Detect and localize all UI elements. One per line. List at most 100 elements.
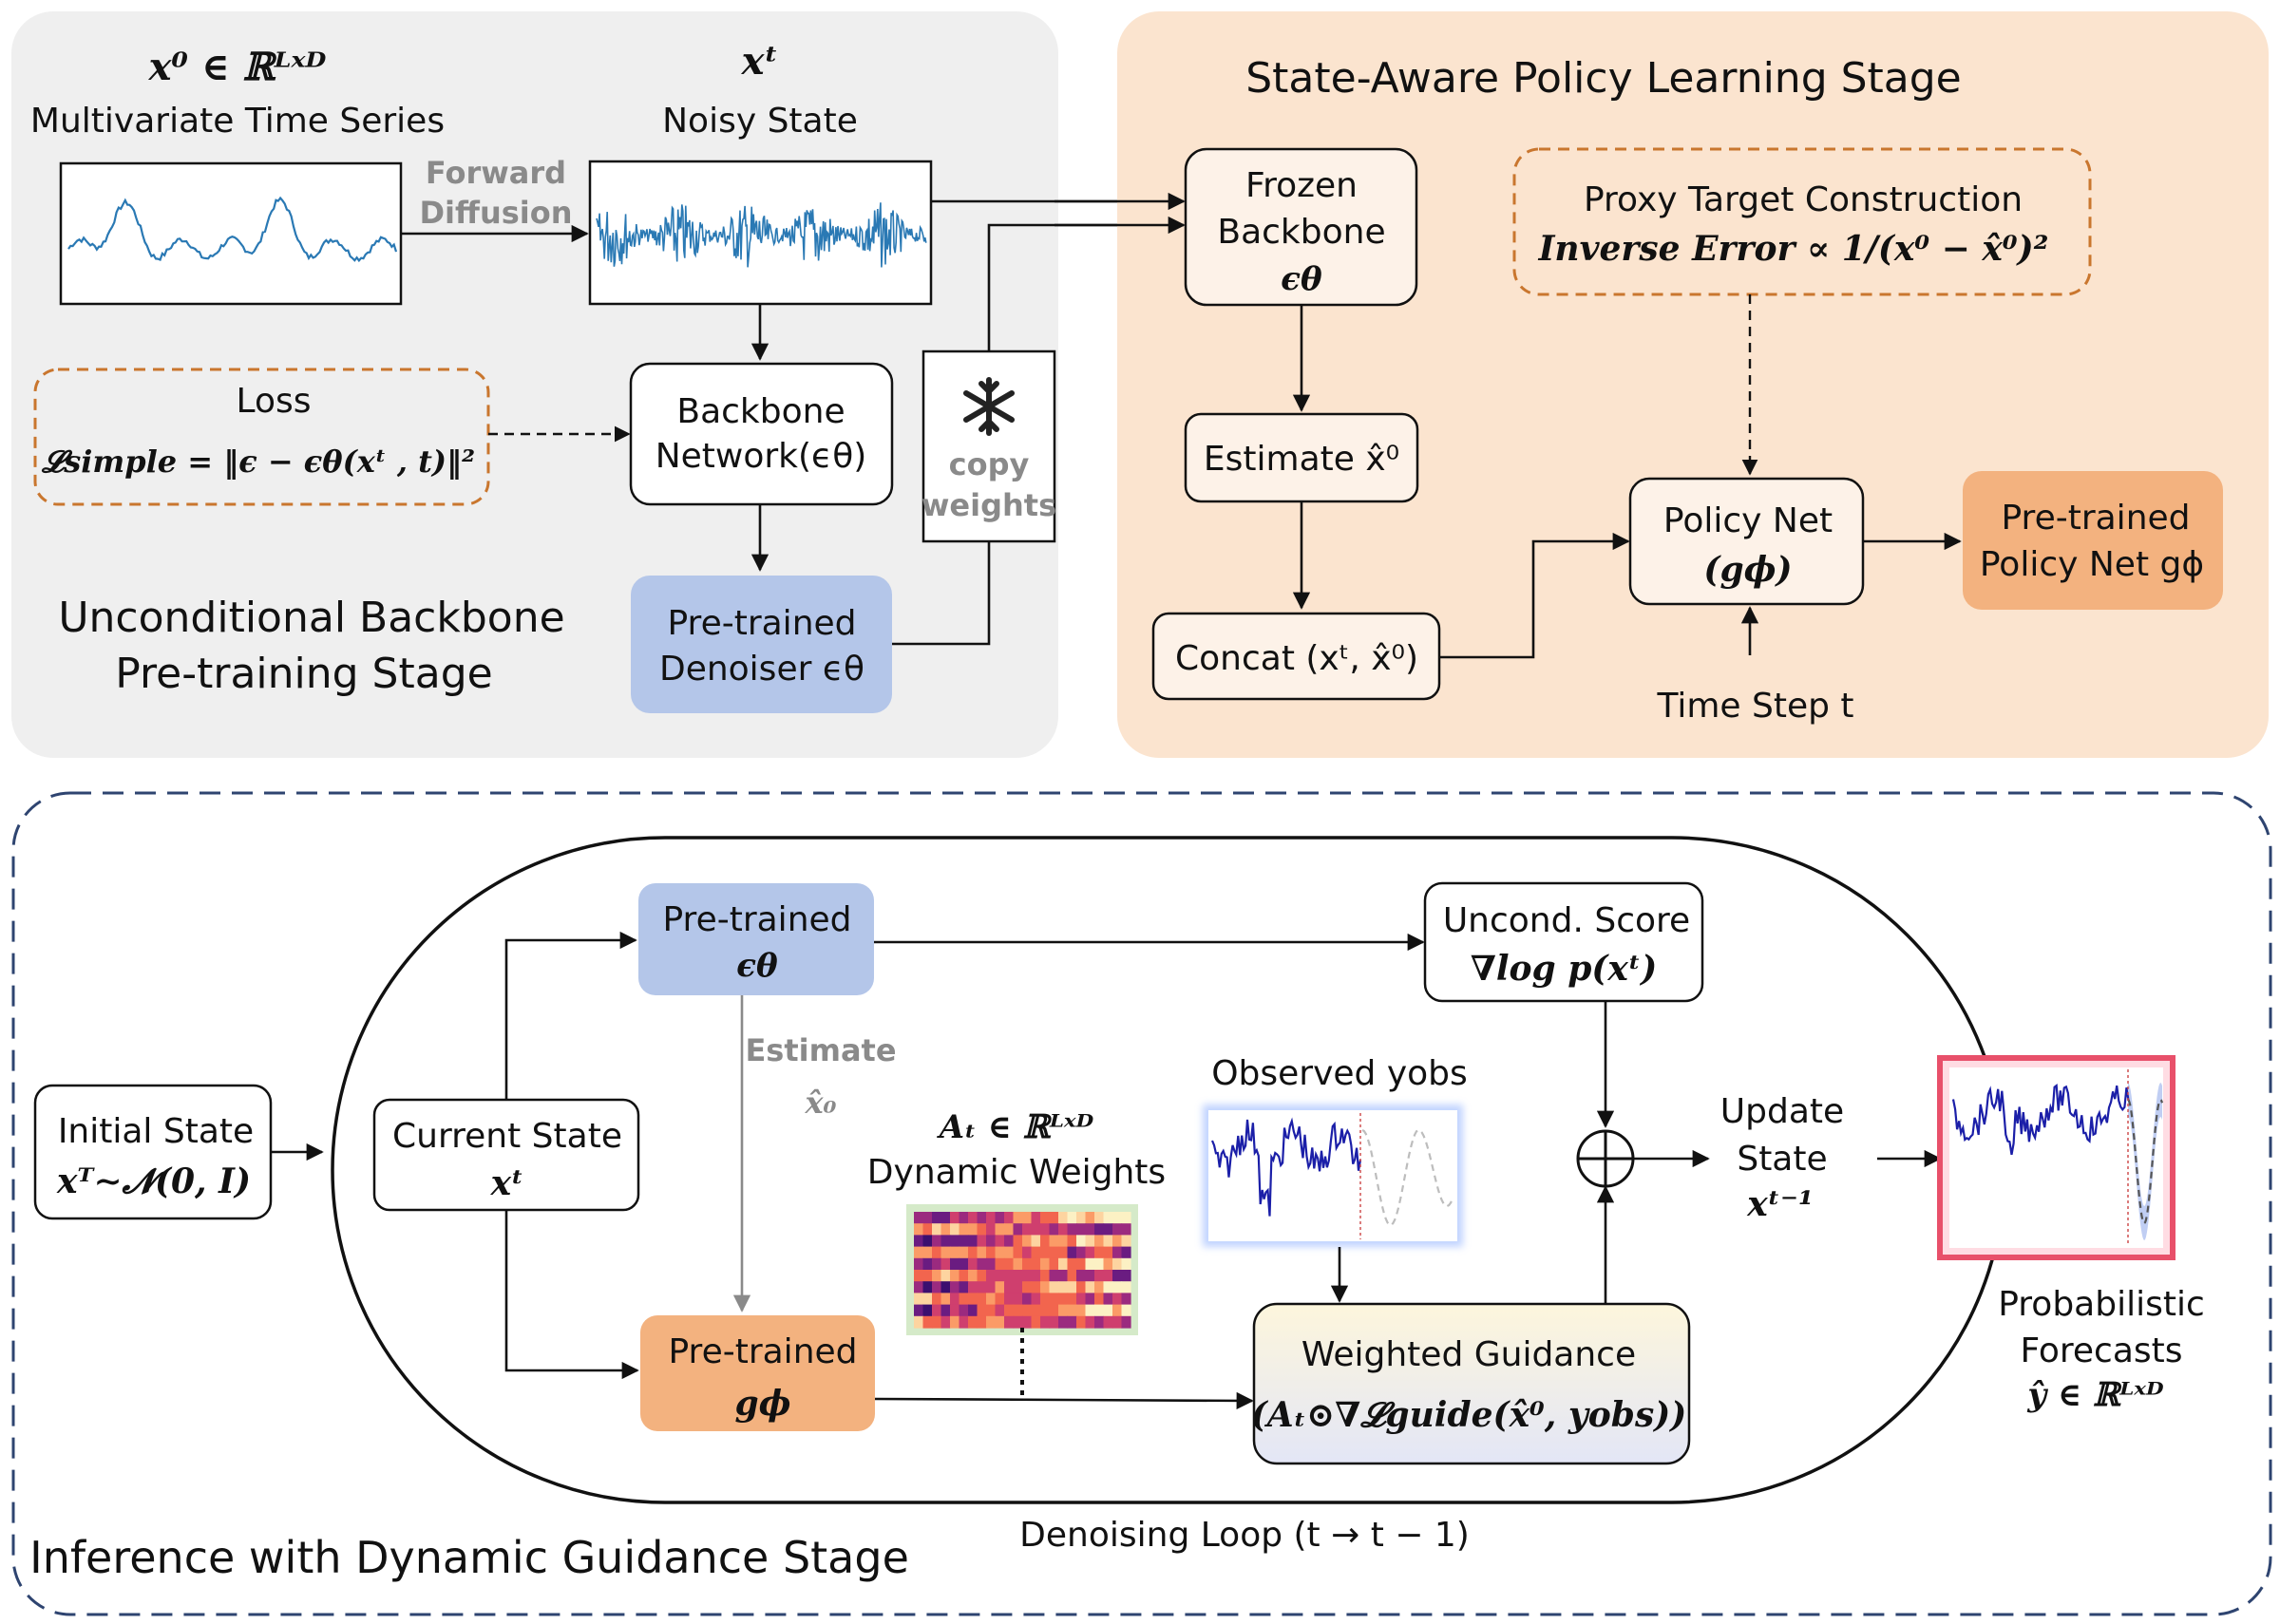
heatmap-cell [1004, 1304, 1015, 1317]
heatmap-cell [1031, 1257, 1041, 1271]
heatmap-cell [1031, 1246, 1041, 1259]
heatmap-cell [1103, 1293, 1113, 1306]
denoiser-label-1: Pre-trained [667, 604, 856, 643]
heatmap-cell [940, 1315, 951, 1329]
heatmap-cell [995, 1315, 1005, 1329]
update-label-1: Update [1720, 1092, 1844, 1131]
initial-label-1: Initial State [58, 1112, 254, 1151]
stage1-panel: x⁰ ∈ ℝᴸˣᴰ Multivariate Time Series xᵗ No… [11, 11, 1186, 758]
heatmap-cell [1085, 1270, 1095, 1282]
heatmap-cell [922, 1212, 933, 1224]
heatmap-cell [986, 1293, 997, 1306]
forecast-label-2: Forecasts [2020, 1331, 2182, 1370]
heatmap-cell [1031, 1270, 1041, 1282]
heatmap-cell [1067, 1235, 1077, 1248]
heatmap-cell [950, 1281, 960, 1294]
heatmap-cell [977, 1246, 987, 1259]
heatmap-cell [1067, 1223, 1077, 1236]
heatmap-cell [1103, 1315, 1113, 1329]
current-label-2: xᵗ [490, 1163, 524, 1203]
frozen-label-1: Frozen [1245, 166, 1358, 205]
heatmap-cell [950, 1293, 960, 1306]
sum-node-icon [1576, 1129, 1635, 1188]
heatmap-cell [1004, 1315, 1015, 1329]
heatmap-cell [986, 1281, 997, 1294]
estimate-x0-label: Estimate x̂⁰ [1204, 440, 1399, 479]
heatmap-cell [1094, 1223, 1105, 1236]
heatmap-cell [1085, 1315, 1095, 1329]
heatmap-cell [1112, 1235, 1123, 1248]
heatmap-cell [986, 1304, 997, 1317]
xt-caption: Noisy State [662, 102, 858, 141]
heatmap-cell [1094, 1235, 1105, 1248]
heatmap-cell [1121, 1223, 1131, 1236]
heatmap-cell [932, 1235, 942, 1248]
pretrained-policy-box [1963, 471, 2223, 610]
heatmap-cell [1121, 1235, 1131, 1248]
heatmap-cell [1094, 1212, 1105, 1224]
heatmap-cell [1040, 1257, 1051, 1271]
heatmap-cell [995, 1270, 1005, 1282]
forecast-mean-line [2127, 1098, 2164, 1225]
heatmap-cell [986, 1235, 997, 1248]
heatmap-cell [1040, 1270, 1051, 1282]
heatmap-cell [968, 1293, 978, 1306]
x0-symbol: x⁰ ∈ ℝᴸˣᴰ [148, 45, 327, 89]
policy-label-2: (gϕ) [1703, 550, 1792, 590]
heatmap-cell [1058, 1235, 1069, 1248]
heatmap-cell [959, 1293, 969, 1306]
score-label-2: ∇log p(xᵗ) [1471, 949, 1658, 989]
heatmap-cell [1031, 1223, 1041, 1236]
heatmap-cell [1067, 1270, 1077, 1282]
stage3-panel: Denoising Loop (t → t − 1) Inference wit… [11, 791, 2272, 1616]
heatmap-cell [914, 1315, 924, 1329]
heatmap-cell [1049, 1304, 1059, 1317]
heatmap-cell [1004, 1293, 1015, 1306]
heatmap-cell [1022, 1270, 1033, 1282]
heatmap-cell [1049, 1293, 1059, 1306]
heatmap-cell [959, 1257, 969, 1271]
heatmap-cell [1040, 1293, 1051, 1306]
heatmap-cell [1058, 1246, 1069, 1259]
heatmap-cell [1013, 1293, 1023, 1306]
snowflake-icon [963, 377, 1015, 436]
proxy-formula: Inverse Error ∝ 1/(x⁰ − x̂⁰)² [1538, 229, 2049, 269]
heatmap-cell [1022, 1257, 1033, 1271]
heatmap-cell [1058, 1293, 1069, 1306]
heatmap-cell [914, 1212, 924, 1224]
heatmap-cell [922, 1293, 933, 1306]
heatmap-cell [1094, 1293, 1105, 1306]
heatmap-cell [914, 1304, 924, 1317]
heatmap-cell [977, 1281, 987, 1294]
heatmap-cell [977, 1212, 987, 1224]
heatmap-cell [986, 1246, 997, 1259]
heatmap-cell [1067, 1212, 1077, 1224]
heatmap-cell [950, 1304, 960, 1317]
heatmap-cell [1121, 1293, 1131, 1306]
weights-label-1: Aₜ ∈ ℝᴸˣᴰ [937, 1108, 1094, 1146]
heatmap-cell [1049, 1315, 1059, 1329]
heatmap-cell [932, 1304, 942, 1317]
heatmap-cell [940, 1304, 951, 1317]
pretrained-eps-box [638, 883, 874, 995]
heatmap-cell [922, 1281, 933, 1294]
heatmap-cell [1040, 1281, 1051, 1294]
heatmap-cell [922, 1315, 933, 1329]
heatmap-cell [1013, 1270, 1023, 1282]
heatmap-cell [1049, 1246, 1059, 1259]
heatmap-cell [1031, 1235, 1041, 1248]
heatmap-cell [932, 1212, 942, 1224]
proxy-title: Proxy Target Construction [1584, 180, 2023, 219]
current-label-1: Current State [392, 1117, 622, 1156]
heatmap-cell [995, 1246, 1005, 1259]
heatmap-cell [1076, 1223, 1087, 1236]
heatmap-cell [1022, 1246, 1033, 1259]
forecast-interval-band [2128, 1083, 2162, 1240]
heatmap-cell [959, 1304, 969, 1317]
estimate-label-2: x̂₀ [804, 1085, 836, 1121]
heatmap-cell [1013, 1281, 1023, 1294]
weighted-guidance-box [1252, 1302, 1691, 1465]
heatmap-cell [1049, 1212, 1059, 1224]
heatmap-cell [1004, 1281, 1015, 1294]
heatmap-cell [950, 1315, 960, 1329]
